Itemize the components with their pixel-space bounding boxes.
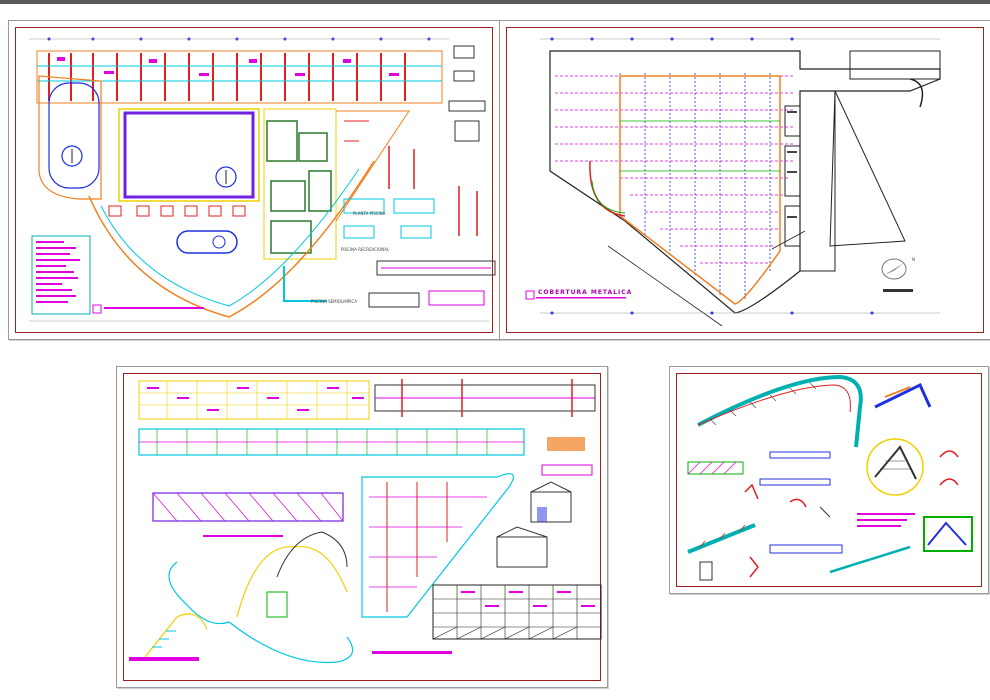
sheet-4-border [676,373,982,587]
sheet-1-drawing [29,37,496,322]
sheet-1-pool-plan[interactable]: PLANTA PISCINA PISCINA RECREACIONAL PISC… [8,20,500,340]
recreational-pool-label: PISCINA RECREACIONAL [341,247,390,252]
sheet-1-border [15,27,493,333]
north-arrow-icon [881,258,907,280]
north-label: N [912,257,915,262]
sheet-2-drawing [525,37,941,327]
sheet-2-metal-roof[interactable]: N COBERTURA METALICA [499,20,990,340]
sheet-4-drawing [687,374,973,581]
application-top-bar [0,0,990,4]
sheet-3-drawing [129,379,602,664]
semiolympic-pool-label: PISCINA SEMIOLIMPICA [311,299,357,304]
sheet-2-border [506,27,984,333]
pool-plan-label: PLANTA PISCINA [353,211,386,216]
metal-roof-title: COBERTURA METALICA [538,289,633,296]
sheet-4-roof-connection-details[interactable] [669,366,989,594]
sheet-3-structural-details[interactable] [116,366,608,688]
sheet-3-border [123,373,601,681]
